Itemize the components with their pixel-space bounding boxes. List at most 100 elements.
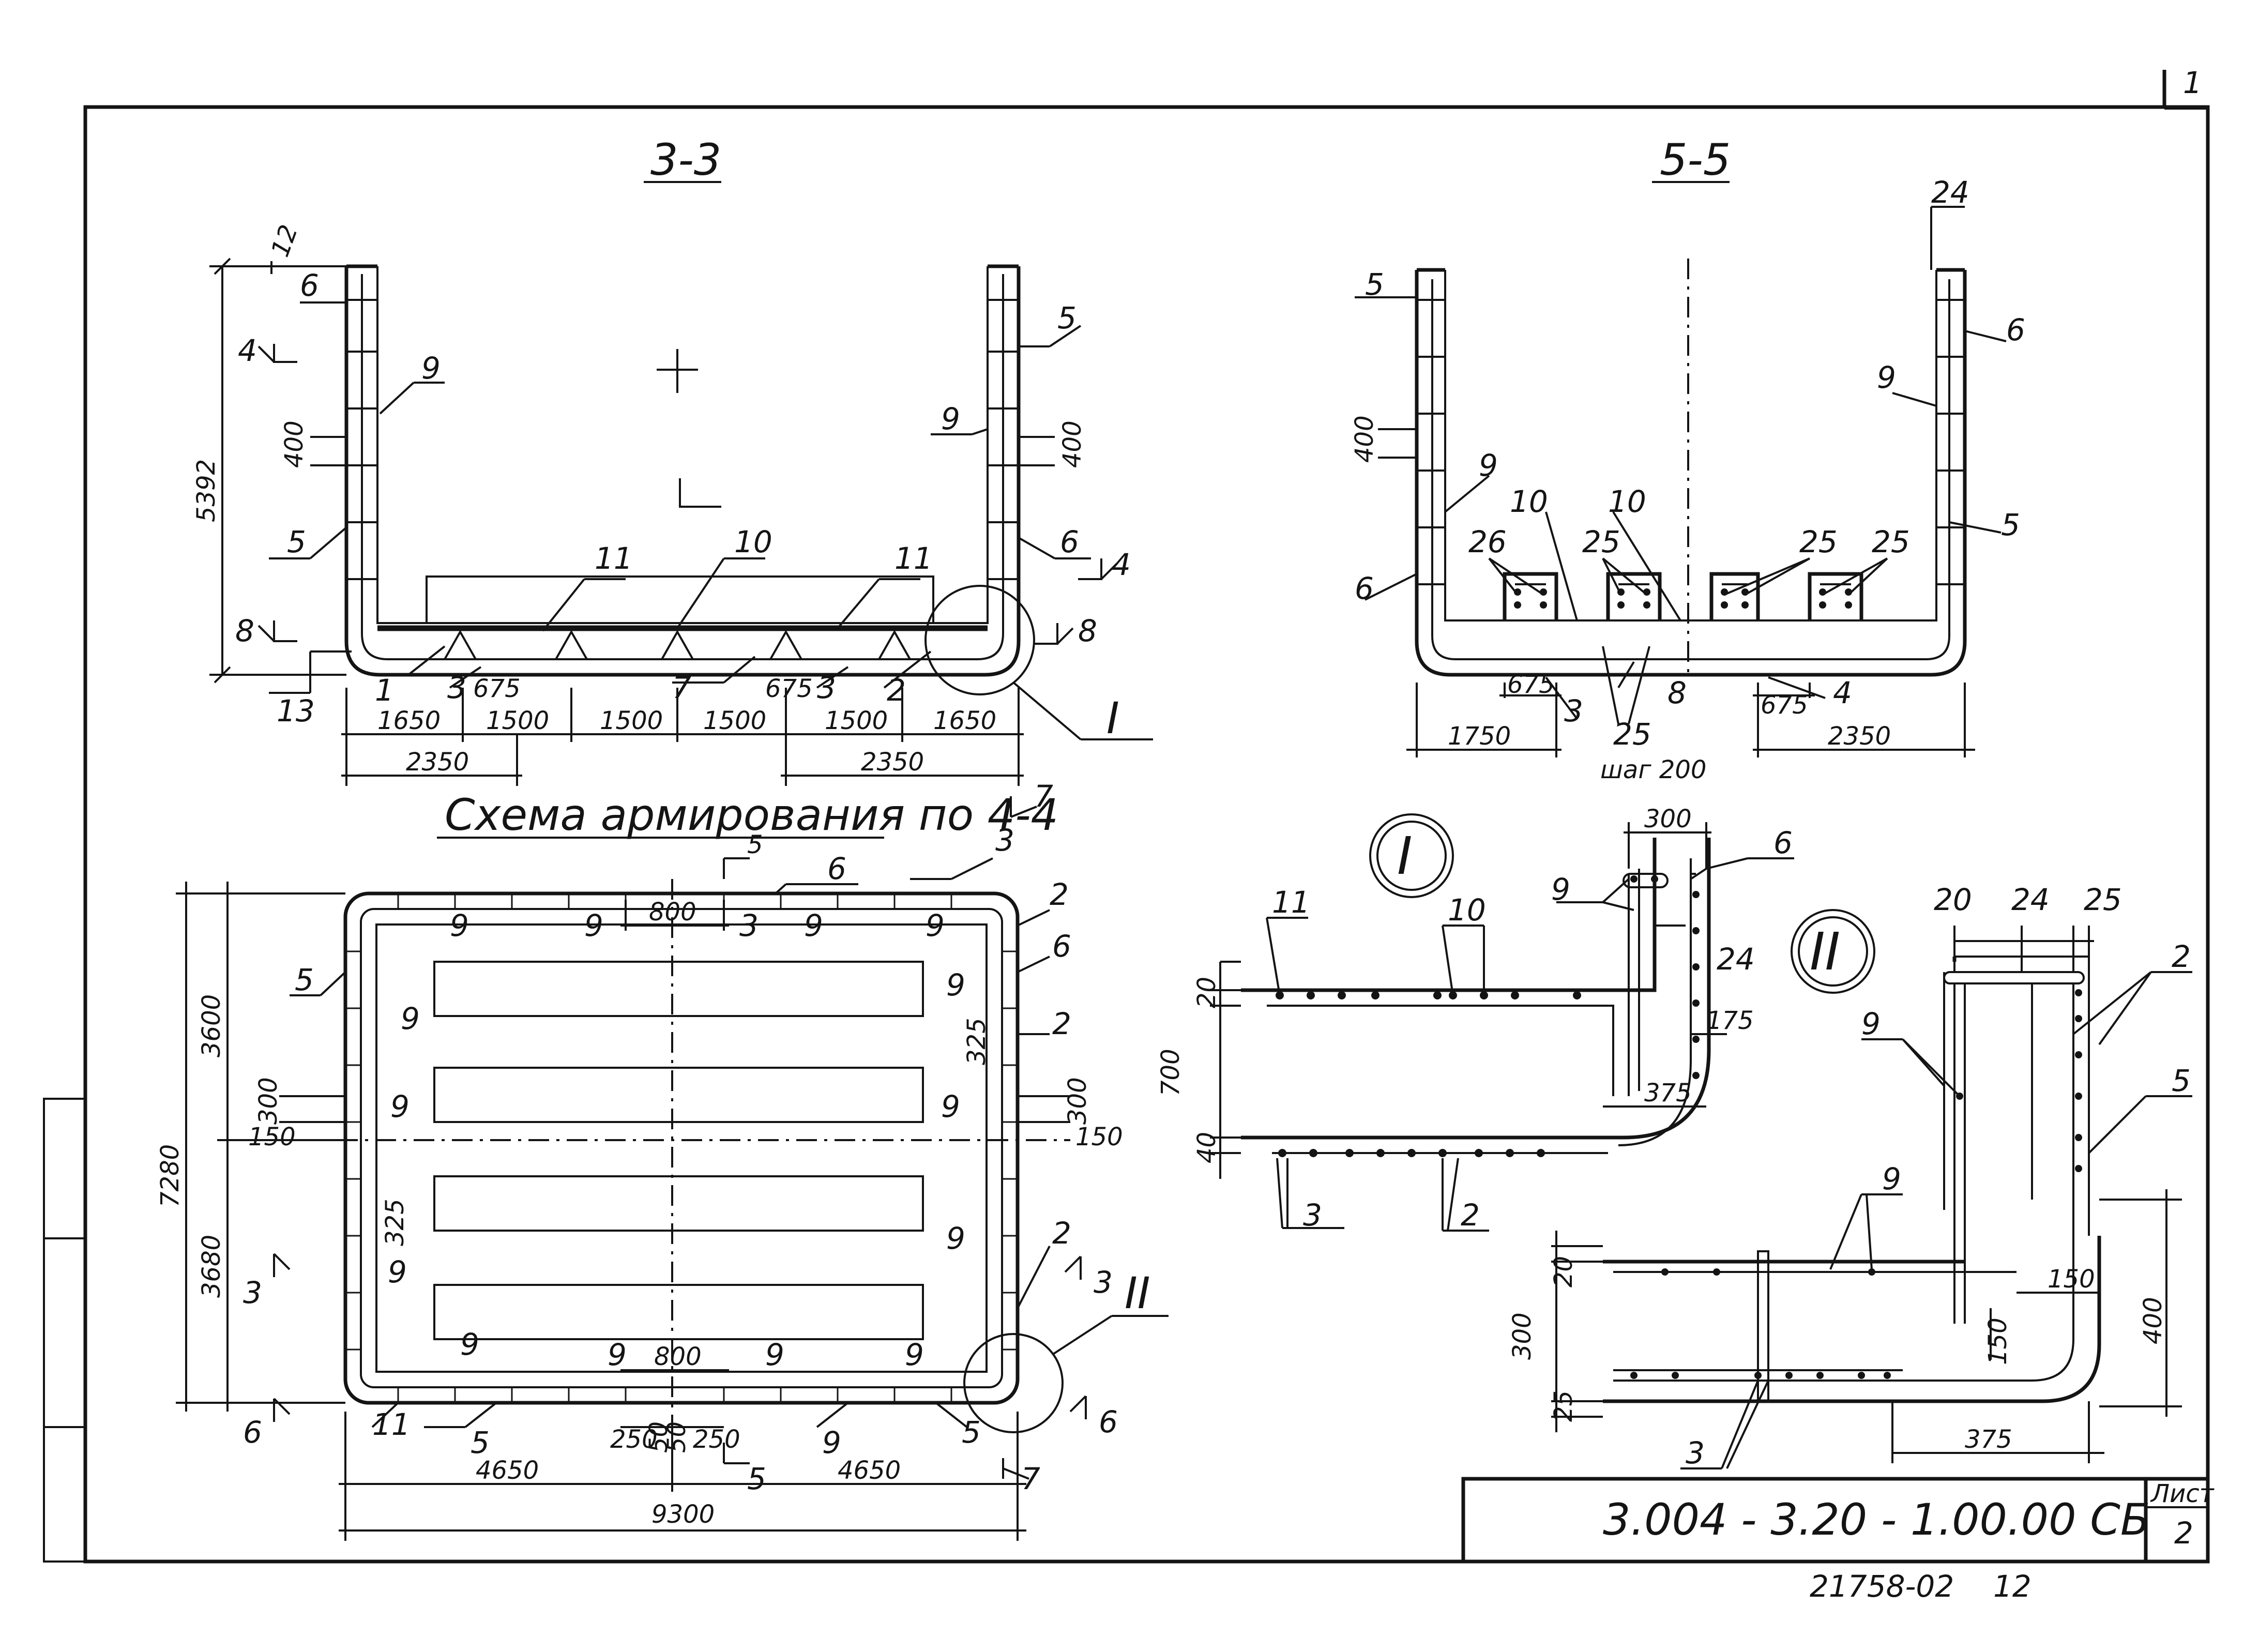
cut-6-left: 6: [243, 1415, 262, 1450]
sheet-frame: [43, 70, 2210, 1564]
part-1-3-3: 1: [375, 673, 394, 708]
dim-300-detail-II: 300: [1508, 1312, 1537, 1360]
part-25-detail-II: 25: [2084, 882, 2122, 917]
dim-1500-a: 1500: [486, 706, 549, 735]
dim-150-right: 150: [1075, 1123, 1123, 1151]
dim-375-detail-II: 375: [1965, 1425, 2012, 1454]
cut-4-right: 4: [1112, 547, 1131, 582]
pitch-5-5: шаг 200: [1600, 755, 1706, 784]
dim-4650-right: 4650: [838, 1456, 901, 1485]
tank-outline-5-5: [1415, 270, 1967, 677]
section-5-5-title: 5-5: [1660, 134, 1731, 185]
part-24-5-5: 24: [1931, 175, 1969, 210]
part-6b-5-5: 6: [1355, 571, 1374, 606]
part-25c-5-5: 25: [1872, 524, 1910, 559]
part-4-5-5: 4: [1833, 675, 1852, 710]
part-3-detail-II: 3: [1686, 1435, 1705, 1471]
part-10a-5-5: 10: [1510, 484, 1548, 519]
part-10b-5-5: 10: [1608, 484, 1646, 519]
part-5-plan-bottom: 5: [471, 1425, 490, 1460]
part-9-plan-b2: 9: [608, 1337, 627, 1372]
dim-675-right: 675: [765, 674, 813, 703]
part-10-detail-I: 10: [1448, 892, 1486, 928]
part-9-plan-r1: 9: [946, 967, 965, 1003]
dim-800-top: 800: [649, 898, 696, 927]
dim-4650-left: 4650: [476, 1456, 539, 1485]
part-9-plan-b4: 9: [905, 1337, 924, 1372]
part-9-plan-l1: 9: [401, 1001, 420, 1036]
dim-675-5-5-right: 675: [1761, 691, 1808, 720]
dim-400-detail-II: 400: [2139, 1297, 2167, 1344]
dim-height-3-3: 5392: [192, 459, 221, 522]
part-8-5-5: 8: [1667, 675, 1687, 710]
dim-2350-right: 2350: [861, 748, 924, 777]
part-3-detail-I: 3: [1303, 1198, 1322, 1233]
detail-I: I: [1156, 805, 1794, 1233]
part-25a-5-5: 25: [1582, 524, 1620, 559]
dim-2350-left: 2350: [406, 748, 469, 777]
part-6r-3-3: 6: [1060, 524, 1079, 559]
part-2-detail-II: 2: [2172, 939, 2191, 974]
dim-20-detail-II: 20: [1549, 1256, 1578, 1287]
dim-175-detail-I: 175: [1706, 1006, 1754, 1035]
dim-150-left: 150: [248, 1123, 296, 1151]
dim-800-bottom: 800: [654, 1342, 702, 1371]
part-5-plan-br: 5: [962, 1415, 981, 1450]
dim-top-gap-3-3: 12: [266, 221, 304, 261]
dim-325-right: 325: [962, 1018, 991, 1065]
detail-II-callout-circle: [963, 1333, 1064, 1433]
dim-250-right: 250: [693, 1425, 740, 1454]
plan-outline: [343, 891, 1020, 1405]
part-9-plan-bottom: 9: [822, 1425, 841, 1460]
part-24-detail-II: 24: [2011, 882, 2050, 917]
dim-375-detail-I: 375: [1644, 1079, 1692, 1108]
part-9b-5-5: 9: [1877, 360, 1896, 395]
cut-7-bottom: 7: [1021, 1461, 1040, 1496]
part-20-detail-II: 20: [1934, 882, 1972, 917]
part-13-3-3: 13: [277, 693, 315, 729]
part-2-plan-r3: 2: [1052, 1216, 1071, 1251]
part-9-plan-t1: 9: [450, 908, 469, 943]
dim-675-5-5-left: 675: [1507, 670, 1555, 699]
dim-1650-left: 1650: [377, 706, 441, 735]
part-9-plan-t2: 9: [584, 908, 603, 943]
sheet-label: Лист: [2150, 1479, 2215, 1508]
format-number: 12: [1993, 1569, 2031, 1604]
detail-II: II: [1508, 882, 2192, 1471]
part-6-plan: 6: [827, 851, 846, 886]
dim-50-b: 50: [662, 1421, 691, 1453]
cut-4-left: 4: [238, 333, 257, 368]
part-9a-5-5: 9: [1479, 448, 1498, 483]
part-9-detail-I: 9: [1551, 872, 1570, 907]
dim-250-left: 250: [610, 1425, 658, 1454]
section-3-3: 3-3: [192, 134, 1153, 786]
dim-700-detail-I: 700: [1156, 1049, 1185, 1096]
part-11-plan: 11: [372, 1407, 411, 1442]
cut-5-top: 5: [747, 830, 763, 859]
part-3-plan-tr: 3: [995, 823, 1014, 858]
part-7-3-3: 7: [672, 670, 691, 705]
dim-3680-plan: 3680: [197, 1235, 226, 1298]
dim-2350-5-5: 2350: [1828, 722, 1891, 751]
dim-150-detail-II-v: 150: [1983, 1317, 2012, 1365]
part-26-5-5: 26: [1468, 524, 1507, 559]
part-9a-detail-II: 9: [1861, 1006, 1881, 1041]
inventory-number: 21758-02: [1810, 1569, 1954, 1604]
part-6-plan-r: 6: [1052, 929, 1071, 964]
supports-3-3: [443, 629, 912, 660]
dim-1750-5-5: 1750: [1448, 722, 1511, 751]
cut-8-left: 8: [235, 613, 254, 648]
dim-25-detail-II: 25: [1549, 1390, 1578, 1422]
detail-II-marker-plan: II: [1125, 1268, 1150, 1318]
dim-40-detail-I: 40: [1192, 1132, 1221, 1163]
part-24-detail-I: 24: [1717, 942, 1755, 977]
dim-675-left: 675: [473, 674, 521, 703]
part-9-plan-t3: 9: [804, 908, 823, 943]
corner-sheet-number: 1: [2183, 65, 2202, 100]
part-9-plan-b1: 9: [460, 1327, 479, 1362]
sheet-number: 2: [2174, 1515, 2193, 1551]
part-9b-detail-II: 9: [1882, 1161, 1901, 1196]
part-9r-3-3: 9: [941, 401, 960, 436]
part-3-5-5: 3: [1564, 693, 1583, 729]
part-9-plan-r3: 9: [946, 1221, 965, 1256]
